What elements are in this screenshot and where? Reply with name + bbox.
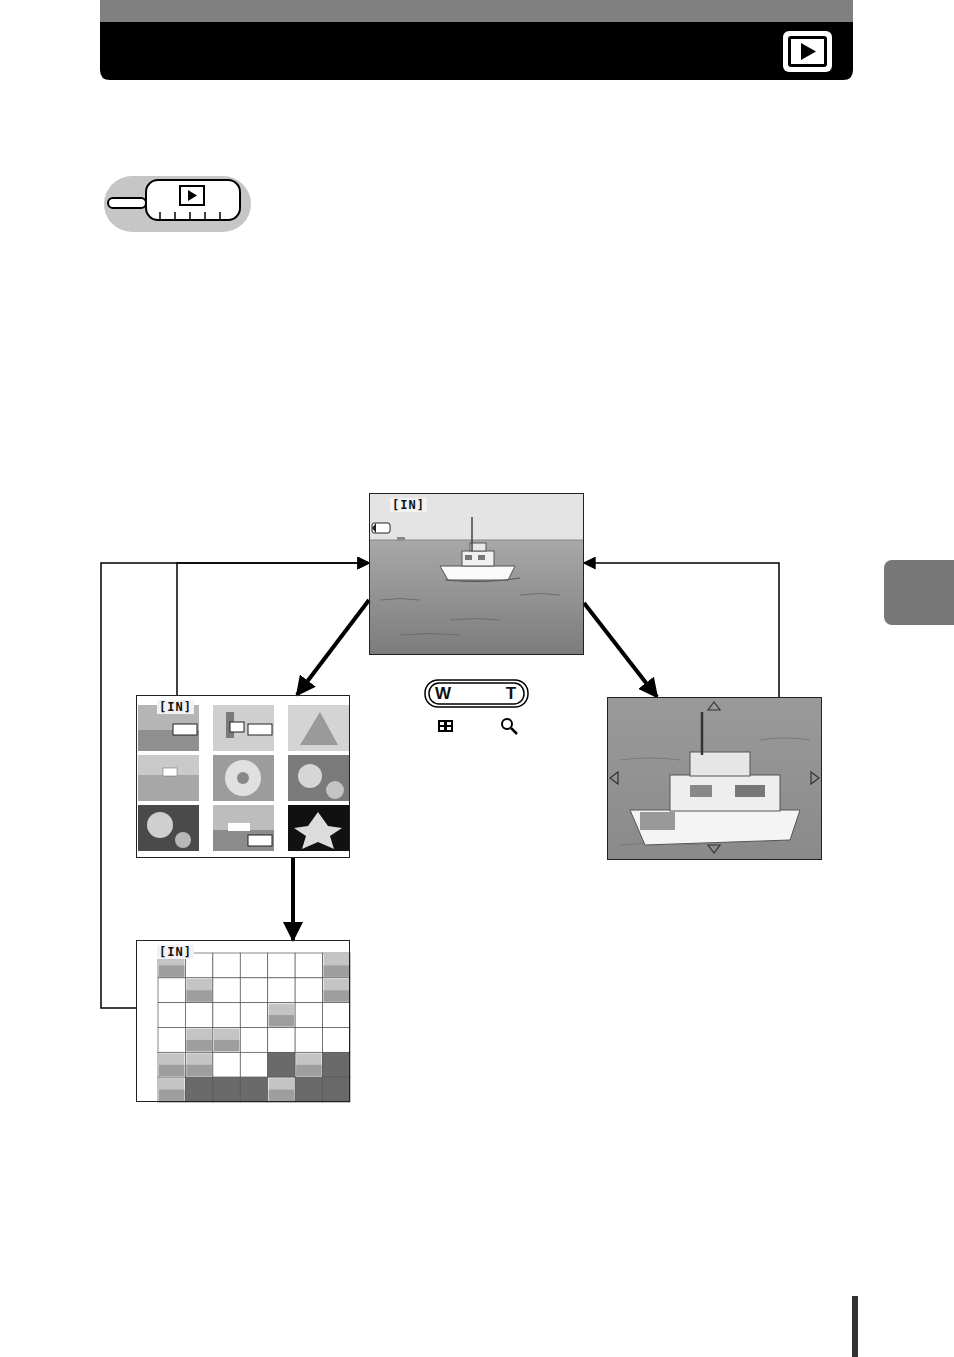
magnifier-icon [502, 719, 517, 734]
chapter-tab [884, 560, 954, 625]
calendar-screen: [IN] [136, 940, 350, 1102]
single-frame-picture [369, 493, 584, 655]
index-thumbnails [136, 695, 350, 858]
zoom-screen [607, 697, 822, 860]
index-screen: [IN] [136, 695, 350, 858]
header-bar [100, 0, 853, 80]
zoom-lever [425, 680, 528, 707]
storage-label: [IN] [157, 945, 194, 959]
flow-arrow [297, 600, 369, 695]
single-frame-screen: [IN] [369, 493, 584, 655]
flow-arrow [584, 603, 657, 697]
zoom-picture [607, 697, 822, 860]
storage-label: [IN] [157, 700, 194, 714]
zoom-lever-label: W [433, 684, 453, 704]
flow-arrow [291, 858, 295, 940]
mode-dial-icon [104, 176, 251, 232]
flow-arrow [101, 563, 369, 1008]
flow-arrow [177, 563, 369, 695]
flow-arrow [584, 563, 779, 697]
page-bar [852, 1296, 858, 1357]
zoom-lever-label: T [501, 684, 521, 704]
storage-label: [IN] [390, 498, 427, 512]
index-icon [438, 720, 453, 732]
calendar-grid [136, 940, 350, 1102]
